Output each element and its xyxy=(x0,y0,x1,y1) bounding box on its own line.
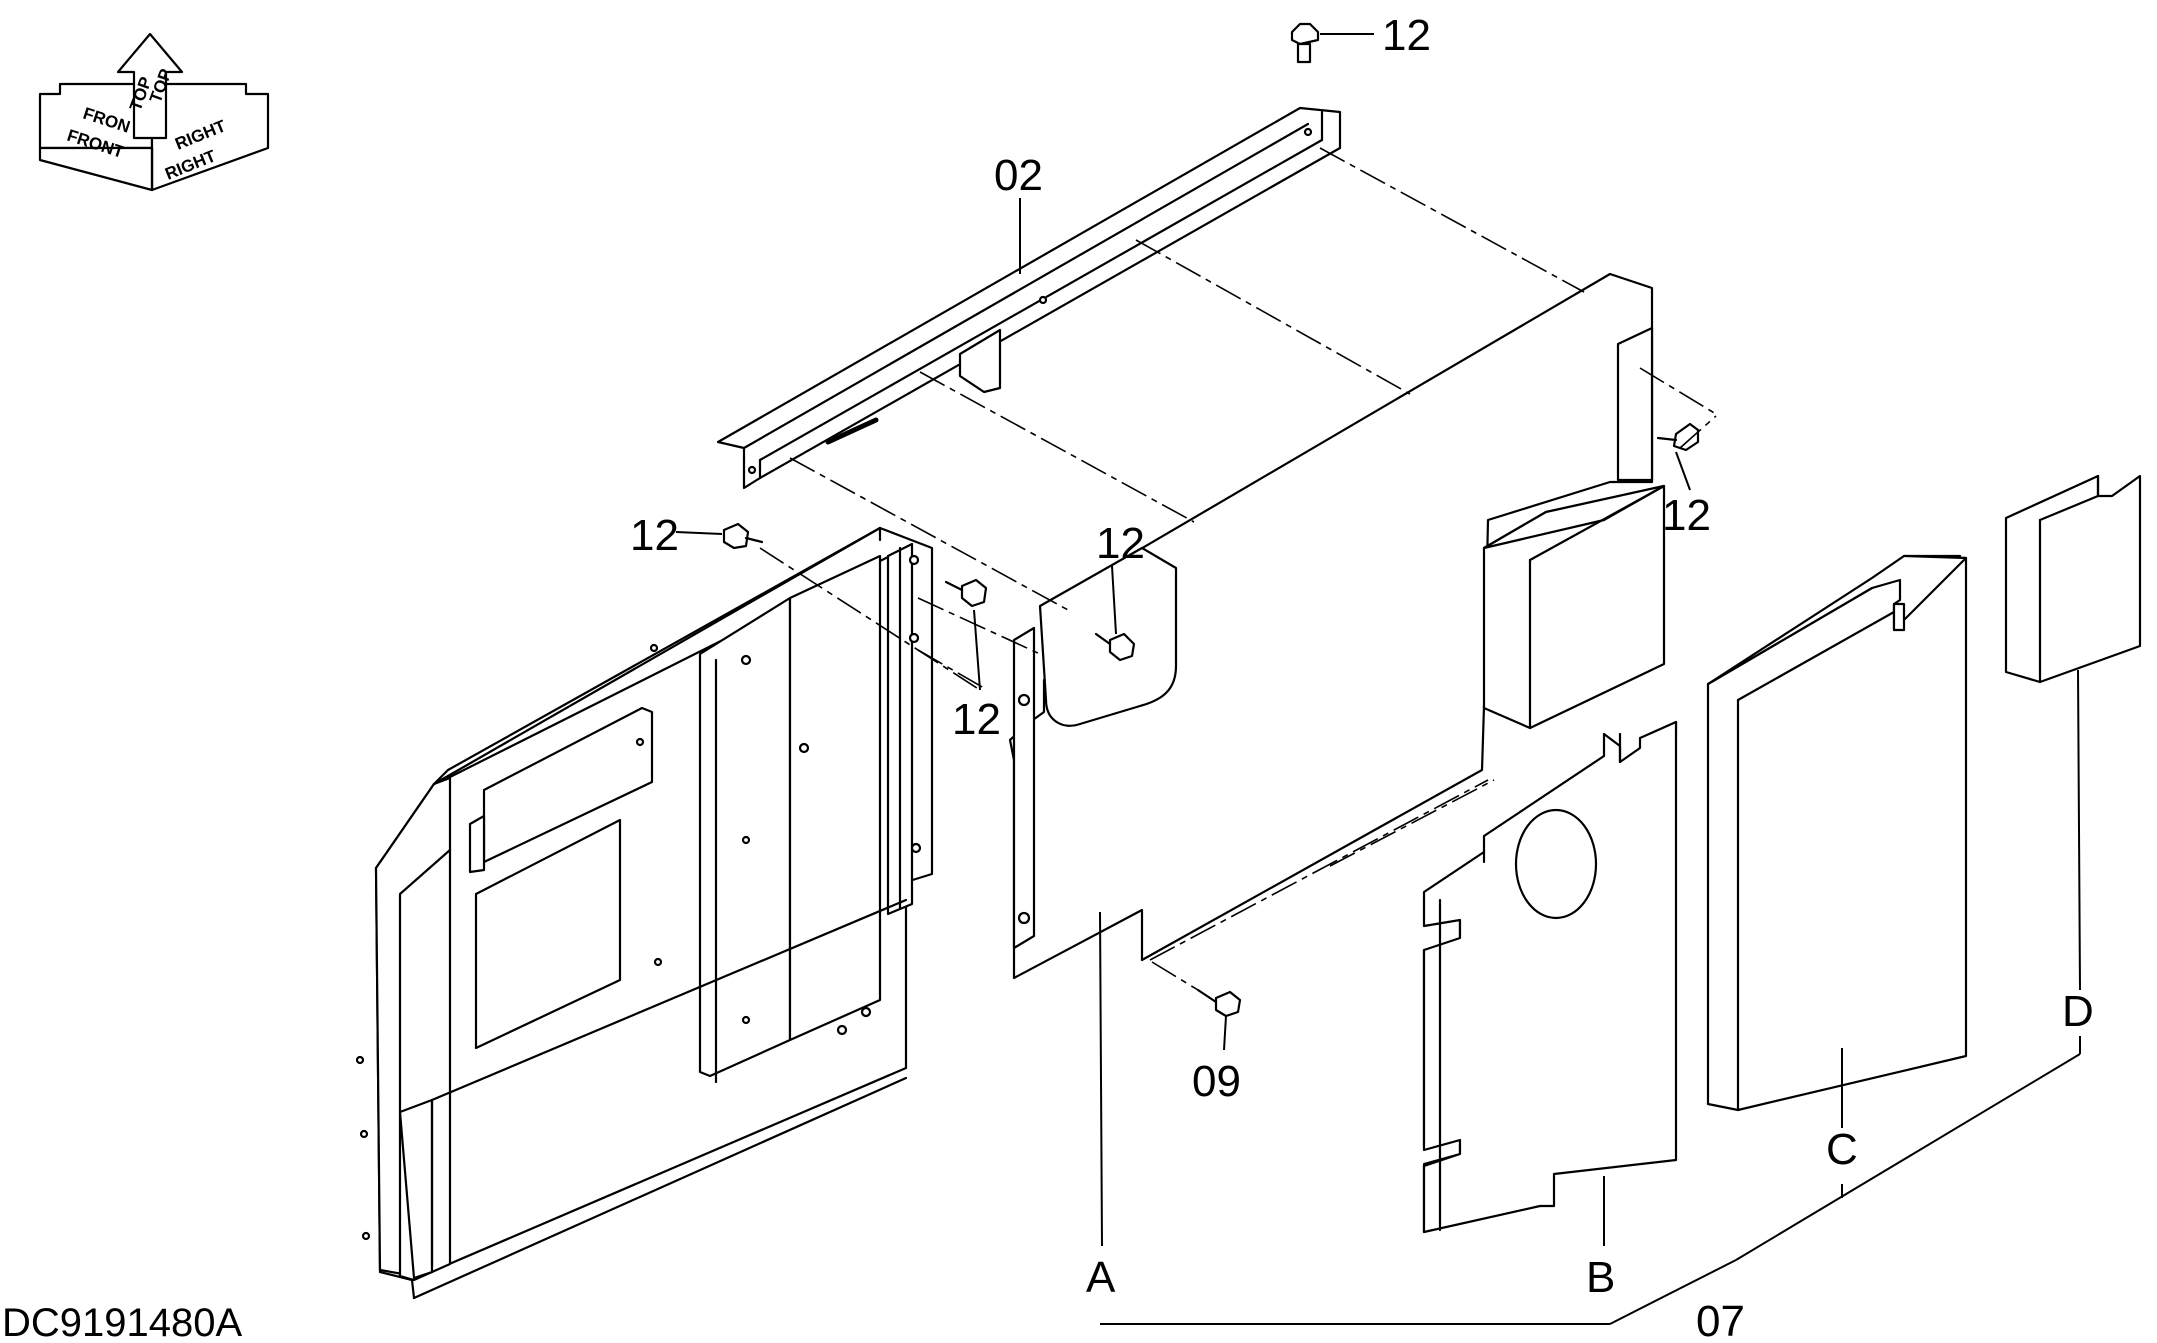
rear-panel xyxy=(1008,272,1654,980)
bolt-12-right xyxy=(1656,422,1700,452)
part-d-insulation xyxy=(2004,474,2142,684)
callout-02: 02 xyxy=(994,151,1043,200)
callout-d: D xyxy=(2062,987,2094,1036)
drawing-id: DC9191480A xyxy=(2,1301,242,1343)
leader-lines xyxy=(675,33,2081,1325)
callout-12-lower: 12 xyxy=(952,695,1001,744)
part-02-bracket-rail xyxy=(716,106,1342,490)
orientation-icon: FRONT FRON TOP TOP RIGHT RIGHT xyxy=(38,32,270,192)
assembly-centerlines xyxy=(759,147,1717,991)
callout-07: 07 xyxy=(1696,1297,1745,1343)
part-b-insulation xyxy=(1422,720,1678,1234)
bolt-12-left xyxy=(722,522,764,550)
callout-12-top: 12 xyxy=(1382,11,1431,60)
bolt-12-top xyxy=(1290,22,1320,64)
callout-c: C xyxy=(1826,1125,1858,1174)
callout-a: A xyxy=(1086,1253,1116,1302)
callout-labels: 12 12 12 12 12 09 02 07 A B C D DC919148… xyxy=(2,11,2094,1343)
bolt-09 xyxy=(1196,988,1242,1018)
bolt-12-mid xyxy=(1094,632,1136,662)
callout-b: B xyxy=(1586,1253,1615,1302)
left-housing-panel xyxy=(355,526,934,1300)
callout-12-left: 12 xyxy=(630,511,679,560)
callout-12-mid: 12 xyxy=(1096,519,1145,568)
bolt-12-lower xyxy=(944,578,988,608)
insulation-block-small xyxy=(1482,484,1666,730)
part-c-insulation xyxy=(1706,554,1968,1112)
callout-12-right: 12 xyxy=(1662,491,1711,540)
callout-09: 09 xyxy=(1192,1057,1241,1106)
